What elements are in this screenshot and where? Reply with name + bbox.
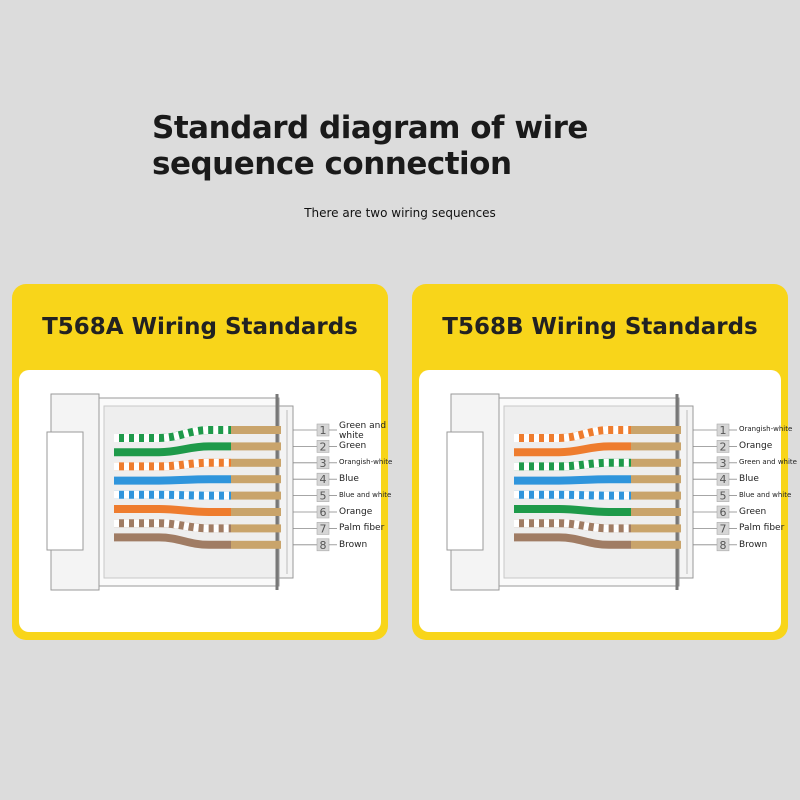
pin-number-6: 6 <box>320 506 327 519</box>
wire-3 <box>514 458 631 471</box>
wire-5 <box>114 490 231 500</box>
pin-number-8: 8 <box>320 539 327 552</box>
t568a-title: T568A Wiring Standards <box>42 314 358 340</box>
plug-latch <box>46 431 84 551</box>
wire-2 <box>114 442 231 457</box>
wire-4 <box>514 475 631 485</box>
pin-number-4: 4 <box>720 473 727 486</box>
pin-number-1: 1 <box>720 424 727 437</box>
pin-label-1: Green and white <box>339 421 387 441</box>
pin-contact-8 <box>231 540 281 549</box>
t568a-card: T568A Wiring Standards 1 2 3 4 5 6 7 8 Green and… <box>12 284 392 640</box>
wire-stripe-5 <box>514 490 631 500</box>
pin-number-7: 7 <box>720 522 727 535</box>
pin-label-4: Blue <box>739 474 759 485</box>
page-title: Standard diagram of wire sequence connec… <box>152 110 588 182</box>
pin-label-8: Brown <box>739 539 768 550</box>
t568b-card: T568B Wiring Standards 1 2 3 4 5 6 7 8 Orangish-… <box>412 284 797 640</box>
pin-number-1: 1 <box>320 424 327 437</box>
pin-contact-3 <box>231 458 281 467</box>
wire-stripe-7 <box>114 519 231 533</box>
wire-stripe-3 <box>514 458 631 471</box>
pin-label-2: Green <box>339 441 367 452</box>
wire-8 <box>514 533 631 549</box>
pin-label-6: Green <box>739 507 767 517</box>
pin-number-3: 3 <box>320 457 327 470</box>
pin-label-1: Orangish-white <box>739 425 793 433</box>
pin-label-3: Green and white <box>739 457 797 466</box>
pin-label-4: Blue <box>339 474 359 485</box>
pin-label-7: Palm fiber <box>739 523 785 534</box>
pin-number-5: 5 <box>320 490 327 503</box>
pin-contact-5 <box>631 491 681 500</box>
wire-stripe-1 <box>114 426 231 442</box>
pin-label-5: Blue and white <box>339 490 392 499</box>
pin-contact-5 <box>231 491 281 500</box>
wire-stripe-7 <box>514 519 631 533</box>
pin-contact-6 <box>231 508 281 516</box>
pin-contact-8 <box>631 540 681 549</box>
pin-contact-7 <box>631 524 681 533</box>
plug-latch <box>446 431 484 551</box>
pin-contact-7 <box>231 524 281 533</box>
pin-number-2: 2 <box>320 440 327 453</box>
plug-tip <box>278 405 294 579</box>
wire-stripe-3 <box>114 458 231 471</box>
connector-diagram: 1 2 3 4 5 6 7 8 <box>446 393 737 591</box>
pin-contact-4 <box>631 475 681 484</box>
pin-contact-3 <box>631 458 681 467</box>
wire-stripe-1 <box>514 426 631 442</box>
t568b-title: T568B Wiring Standards <box>442 314 758 340</box>
wire-6 <box>114 505 231 516</box>
wire-stripe-5 <box>114 490 231 500</box>
pin-number-2: 2 <box>720 440 727 453</box>
wire-3 <box>114 458 231 471</box>
pin-number-8: 8 <box>720 539 727 552</box>
pin-contact-1 <box>231 426 281 434</box>
pin-label-3: Orangish-white <box>339 457 393 466</box>
pin-contact-4 <box>231 475 281 484</box>
pin-number-4: 4 <box>320 473 327 486</box>
wire-2 <box>514 442 631 457</box>
pin-number-5: 5 <box>720 490 727 503</box>
pin-label-5: Blue and white <box>739 490 792 499</box>
page-subtitle: There are two wiring sequences <box>304 206 496 220</box>
pin-contact-6 <box>631 508 681 516</box>
wire-6 <box>514 505 631 516</box>
pin-contact-1 <box>631 426 681 434</box>
plug-tip <box>678 405 694 579</box>
pin-label-6: Orange <box>339 507 373 517</box>
pin-number-3: 3 <box>720 457 727 470</box>
pin-number-7: 7 <box>320 522 327 535</box>
pin-number-6: 6 <box>720 506 727 519</box>
connector-diagram: 1 2 3 4 5 6 7 8 <box>46 393 337 591</box>
pin-label-2: Orange <box>739 441 773 452</box>
wire-8 <box>114 533 231 549</box>
pin-label-8: Brown <box>339 539 368 550</box>
pin-label-7: Palm fiber <box>339 523 385 534</box>
wire-5 <box>514 490 631 500</box>
pin-contact-2 <box>631 442 681 451</box>
wire-4 <box>114 475 231 485</box>
pin-contact-2 <box>231 442 281 451</box>
